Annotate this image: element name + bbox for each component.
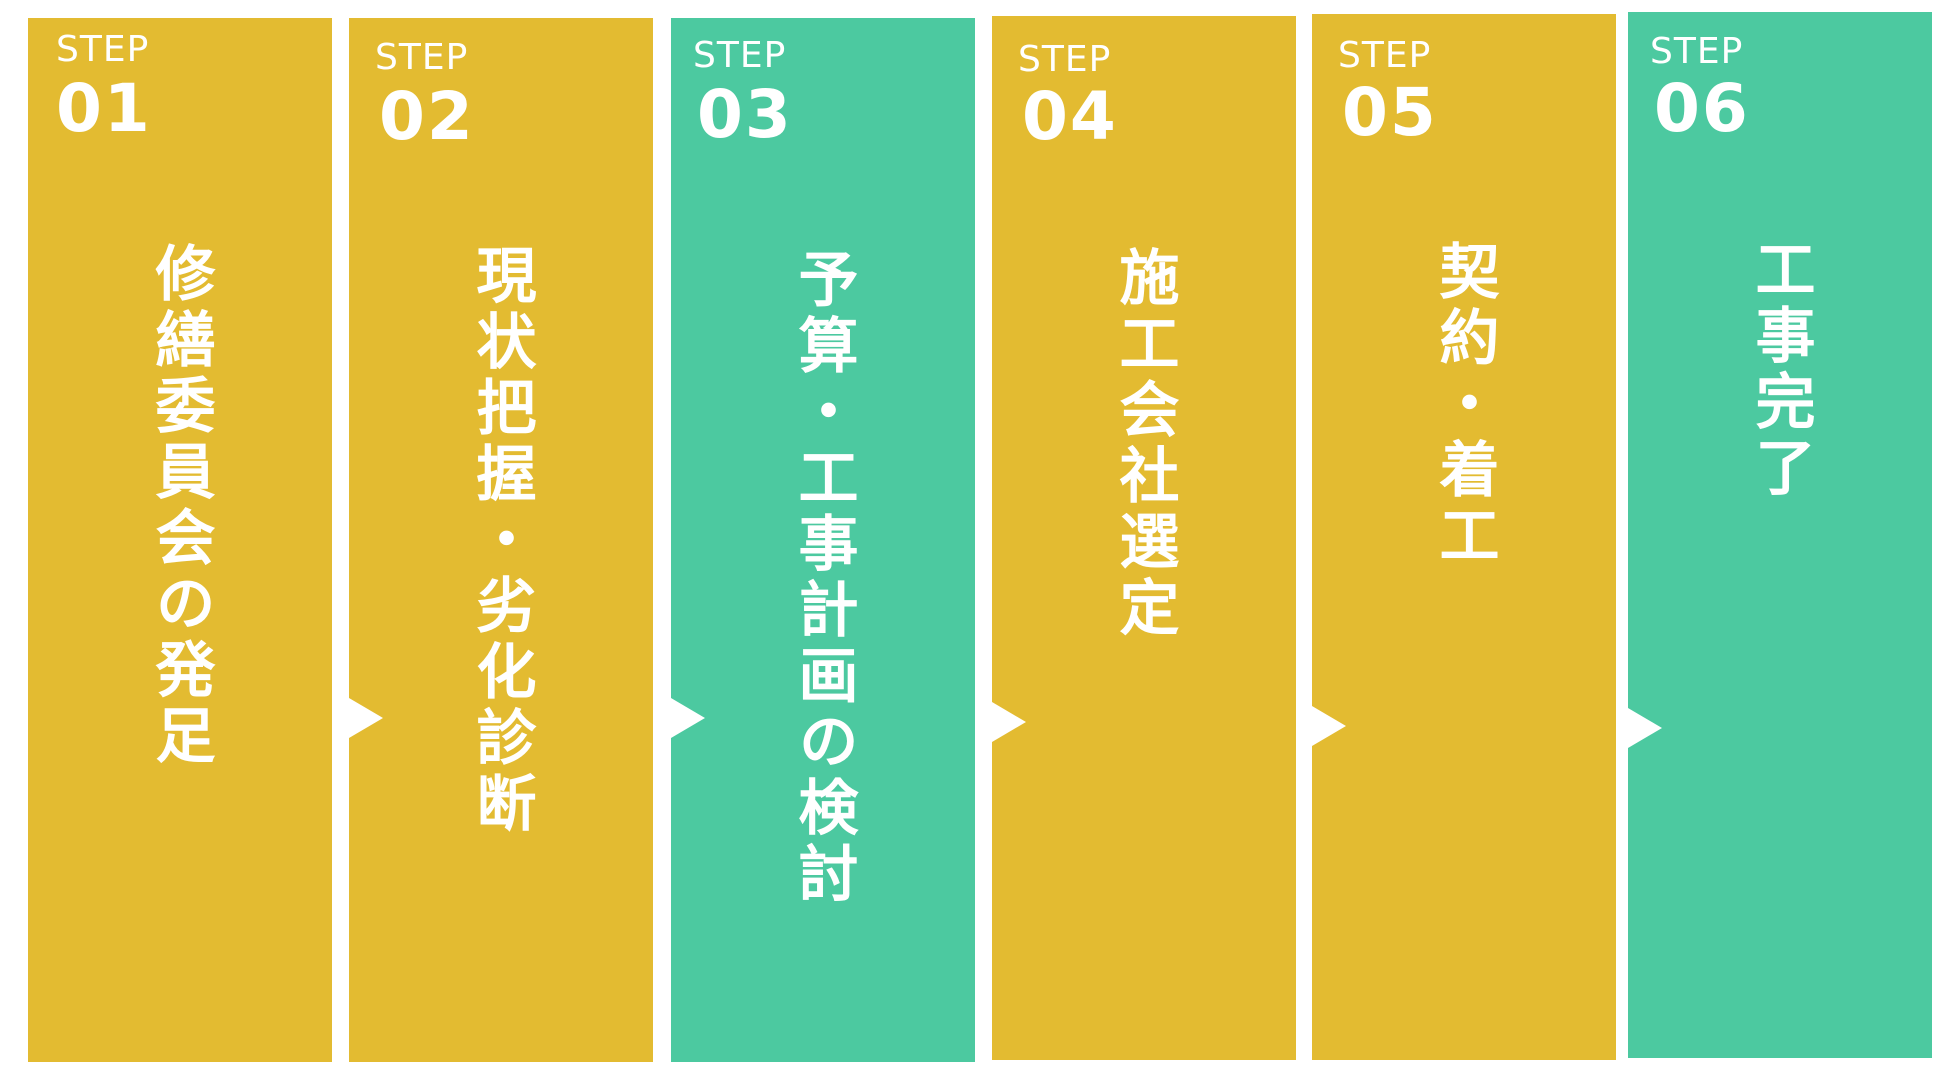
step-05: STEP 05 契約・着工: [1312, 14, 1616, 1060]
flow-arrow-icon: [992, 702, 1026, 742]
step-number: 06: [1654, 70, 1750, 147]
step-title: 予算・工事計画の検討: [788, 248, 858, 908]
step-label: STEP: [1018, 39, 1112, 80]
step-label: STEP: [1338, 35, 1432, 76]
step-label: STEP: [1650, 31, 1744, 72]
step-number: 04: [1022, 78, 1118, 155]
step-label: STEP: [56, 29, 150, 70]
step-02: STEP 02 現状把握・劣化診断: [349, 18, 653, 1062]
step-label: STEP: [693, 35, 787, 76]
step-number: 02: [379, 78, 475, 155]
flow-arrow-icon: [1312, 706, 1346, 746]
step-number: 01: [56, 70, 152, 147]
step-label: STEP: [375, 37, 469, 78]
step-number: 05: [1342, 74, 1438, 151]
step-title: 修繕委員会の発足: [145, 242, 215, 770]
step-title: 現状把握・劣化診断: [466, 244, 536, 838]
step-title: 施工会社選定: [1109, 246, 1179, 642]
step-number: 03: [697, 76, 793, 153]
flow-arrow-icon: [671, 698, 705, 738]
step-title: 工事完了: [1745, 238, 1815, 502]
step-title: 契約・着工: [1429, 240, 1499, 570]
step-06: STEP 06 工事完了: [1628, 12, 1932, 1058]
step-01: STEP 01 修繕委員会の発足: [28, 18, 332, 1062]
flow-arrow-icon: [1628, 708, 1662, 748]
step-04: STEP 04 施工会社選定: [992, 16, 1296, 1060]
step-03: STEP 03 予算・工事計画の検討: [671, 18, 975, 1062]
flow-arrow-icon: [349, 698, 383, 738]
